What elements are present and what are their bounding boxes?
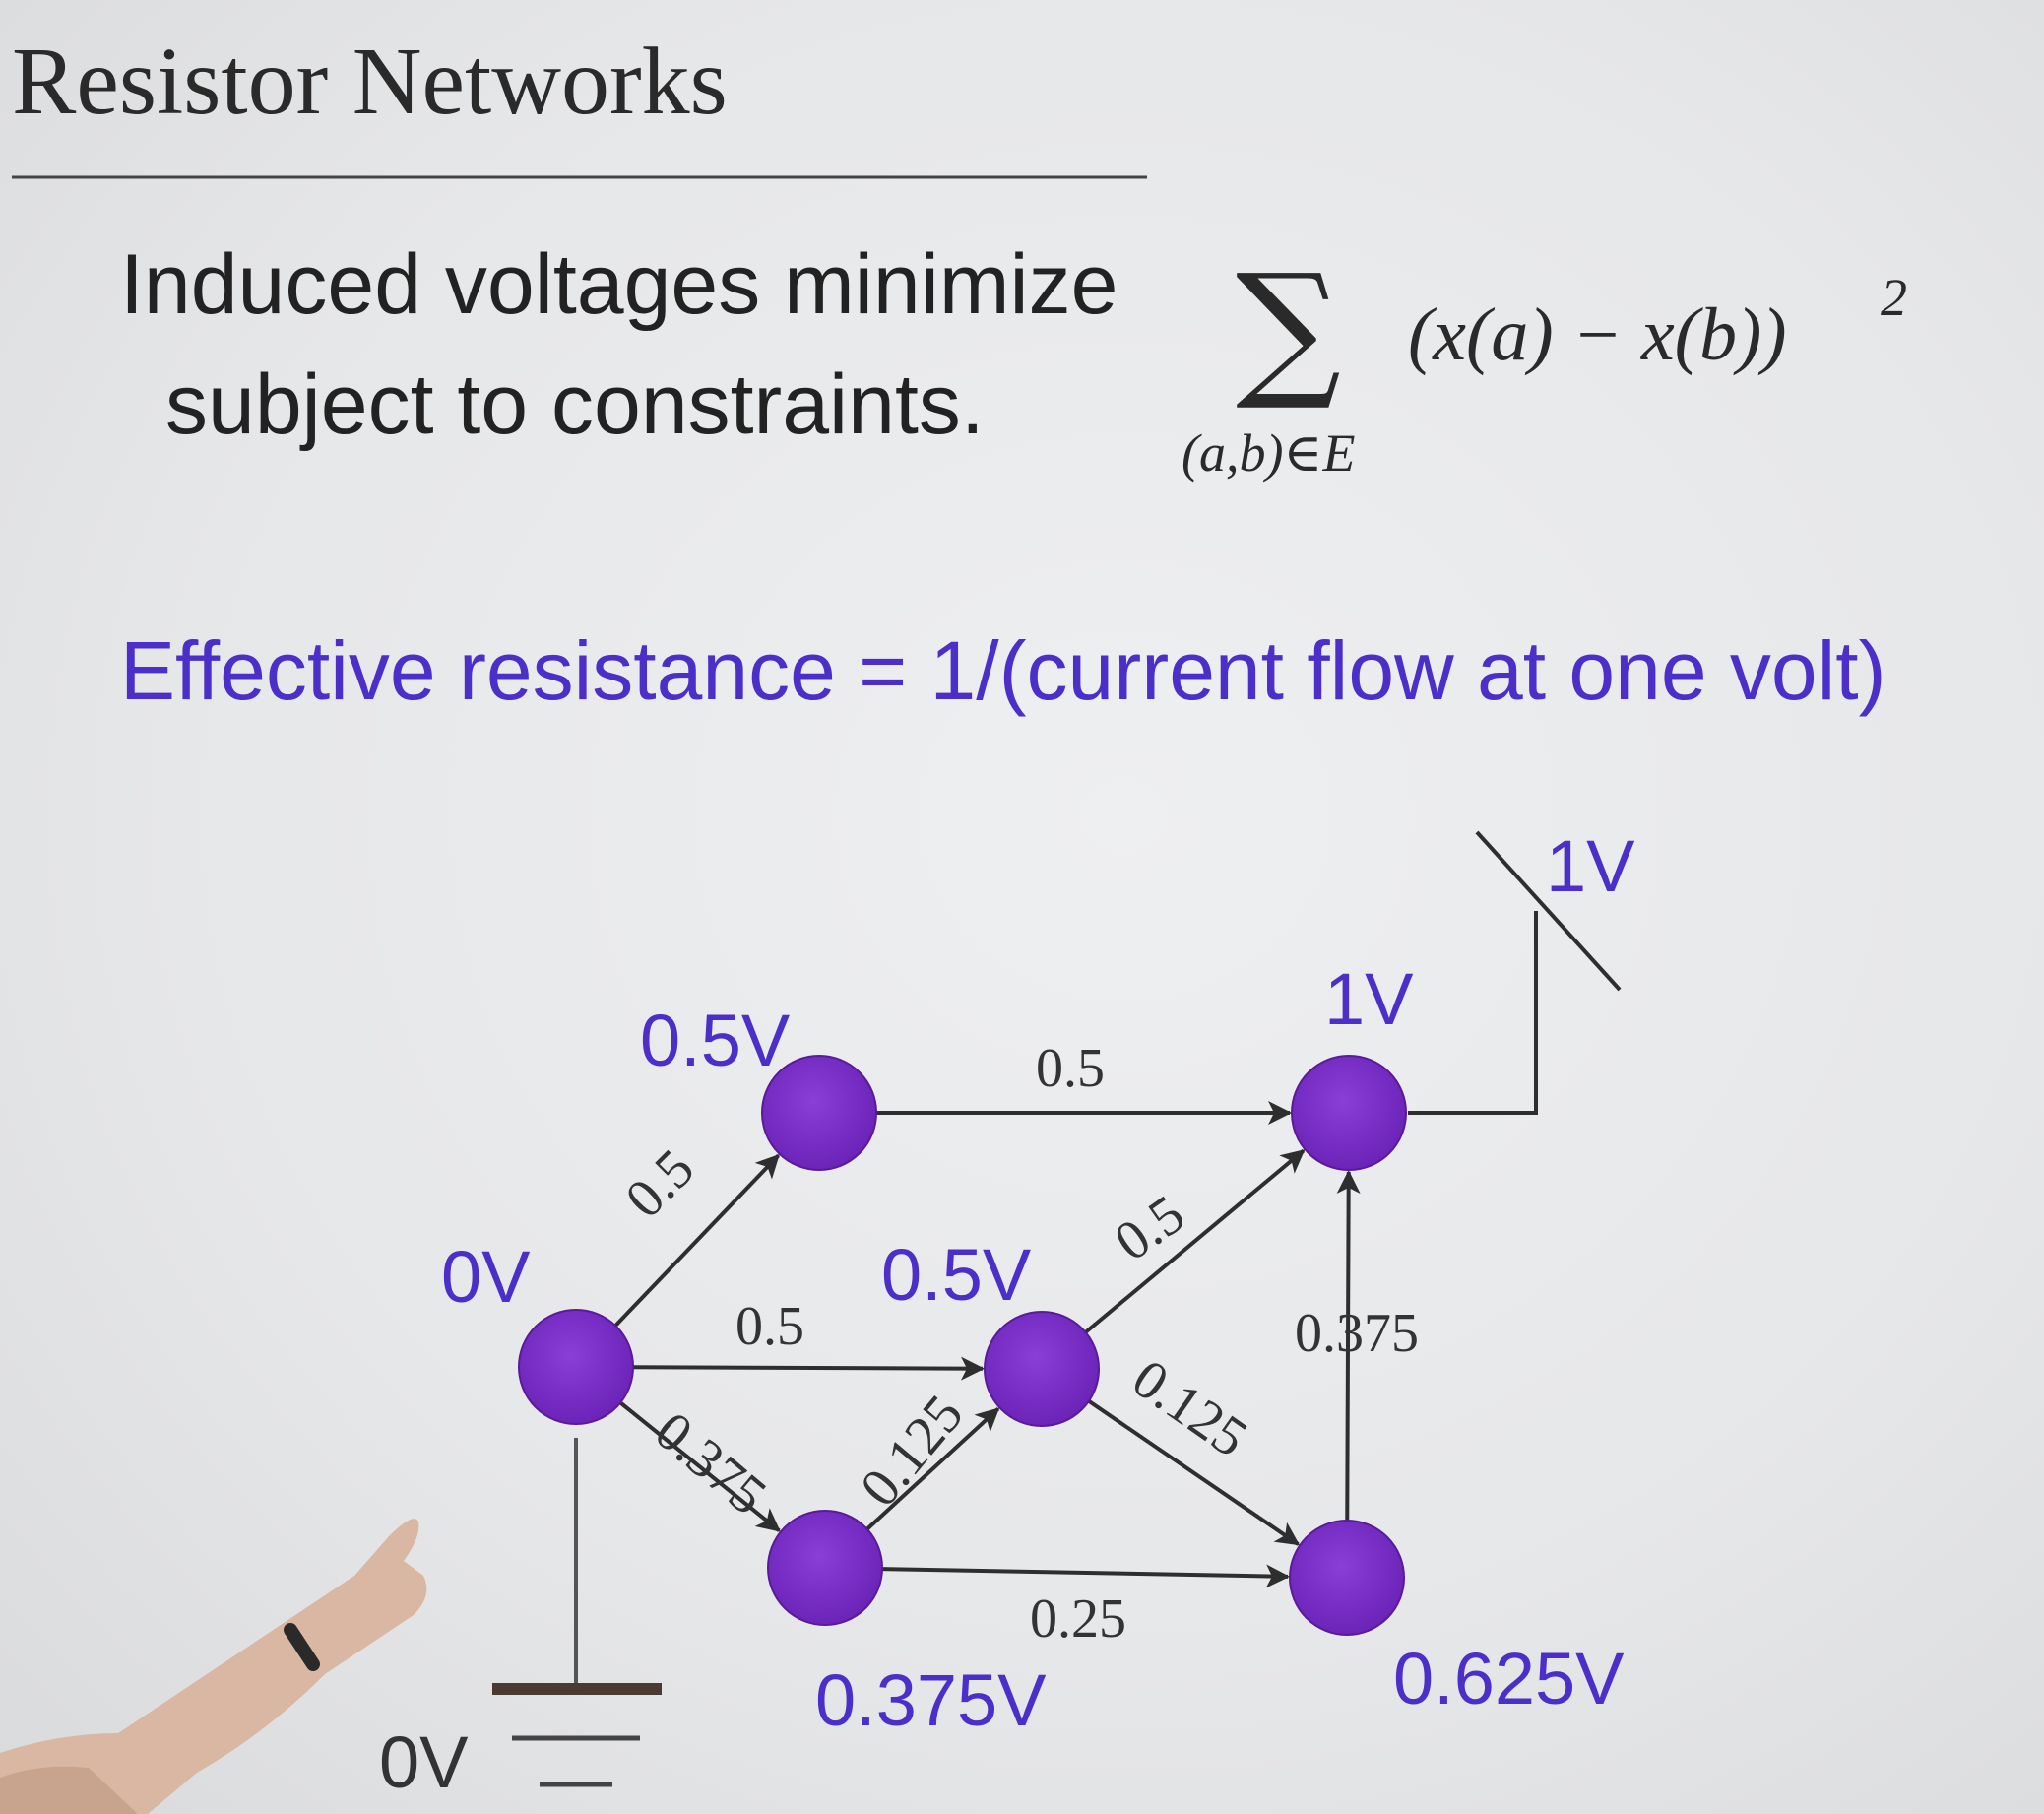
- edge-label-b-m: 0.125: [849, 1384, 975, 1518]
- intro-line-2: subject to constraints.: [165, 357, 985, 452]
- ground-voltage-label: 0V: [379, 1721, 469, 1803]
- source-voltage-label: 1V: [1546, 825, 1635, 907]
- node-layer: [518, 1055, 1407, 1636]
- ground-icon: [492, 1683, 662, 1787]
- summation-symbol: ∑: [1236, 243, 1341, 415]
- node-t: [761, 1055, 877, 1171]
- node-s: [518, 1309, 634, 1425]
- edge-label-s-b: 0.375: [643, 1400, 777, 1526]
- edge-m-d: [1087, 1399, 1301, 1546]
- edge-m-e: [1084, 1148, 1306, 1334]
- node-e: [1291, 1055, 1407, 1171]
- edge-label-t-e: 0.5: [1036, 1038, 1105, 1099]
- formula-expression: (x(a) − x(b)): [1408, 293, 1787, 376]
- source-wire: [1408, 911, 1538, 1115]
- node-label-e: 1V: [1324, 958, 1414, 1040]
- slide-title: Resistor Networks: [12, 29, 728, 135]
- wire-layer: [492, 830, 1622, 1787]
- presenter-hand-image: [0, 1519, 427, 1814]
- node-m: [984, 1311, 1100, 1427]
- intro-line-1: Induced voltages minimize: [120, 237, 1118, 332]
- energy-formula: ∑ (x(a) − x(b)) 2 (a,b)∈E: [1182, 243, 1907, 483]
- node-d: [1289, 1520, 1405, 1636]
- node-label-s: 0V: [441, 1236, 531, 1318]
- effective-resistance-statement: Effective resistance = 1/(current flow a…: [120, 624, 1886, 717]
- label-layer: 0V 0.5V 0.5V 0.375V 0.625V 1V: [441, 958, 1625, 1741]
- formula-exponent: 2: [1881, 268, 1907, 327]
- edge-s-b: [618, 1400, 781, 1532]
- edge-label-m-d: 0.125: [1121, 1348, 1258, 1469]
- edge-label-m-e: 0.5: [1104, 1184, 1195, 1273]
- edge-b-d: [881, 1564, 1291, 1588]
- formula-subscript: (a,b)∈E: [1182, 423, 1355, 483]
- node-b: [767, 1510, 883, 1626]
- node-label-d: 0.625V: [1393, 1638, 1625, 1719]
- edge-s-m: [632, 1356, 986, 1381]
- edge-s-t: [613, 1153, 780, 1328]
- node-label-t: 0.5V: [640, 1000, 791, 1081]
- edge-label-d-e: 0.375: [1295, 1303, 1419, 1364]
- node-label-b: 0.375V: [815, 1659, 1047, 1741]
- edge-b-m: [865, 1407, 1000, 1531]
- edge-label-s-t: 0.5: [614, 1138, 706, 1230]
- node-label-m: 0.5V: [881, 1234, 1032, 1316]
- source-switch-icon: [1475, 830, 1622, 992]
- edge-d-e: [1336, 1169, 1361, 1522]
- edge-label-s-m: 0.5: [735, 1296, 804, 1357]
- edge-label-b-d: 0.25: [1030, 1588, 1126, 1650]
